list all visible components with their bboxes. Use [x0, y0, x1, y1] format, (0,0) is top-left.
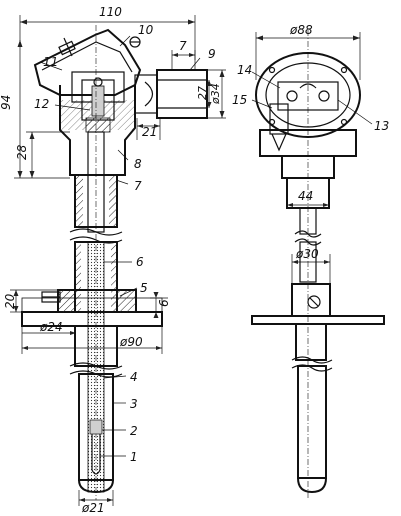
part-7: 7: [134, 179, 142, 193]
dim-88: ø88: [289, 23, 313, 37]
dim-44: 44: [298, 189, 313, 203]
part-2: 2: [130, 424, 138, 438]
dim-94: 94: [0, 95, 13, 110]
dim-30: ø30: [295, 247, 319, 261]
dim-24: ø24: [39, 320, 63, 334]
dim-21-top: 21: [142, 125, 157, 139]
part-8: 8: [134, 157, 142, 171]
part-13: 13: [374, 119, 389, 133]
left-section-view: [10, 15, 226, 506]
part-1: 1: [130, 450, 138, 464]
dim-6: 6: [157, 299, 171, 307]
part-15: 15: [232, 93, 247, 107]
part-9: 9: [208, 47, 216, 61]
dim-20: 20: [3, 293, 17, 309]
dim-110: 110: [99, 5, 122, 19]
part-12: 12: [34, 97, 49, 111]
part-11: 11: [43, 55, 58, 69]
right-external-view: [251, 30, 385, 500]
dim-90: ø90: [119, 335, 143, 349]
dim-34: ø34: [209, 83, 222, 105]
part-14: 14: [237, 63, 252, 77]
part-10: 10: [138, 23, 154, 37]
dim-28: 28: [15, 144, 29, 160]
part-4: 4: [130, 370, 138, 384]
dim-7: 7: [179, 39, 187, 53]
part-6: 6: [136, 255, 144, 269]
part-5: 5: [140, 281, 148, 295]
dim-21-bottom: ø21: [81, 501, 105, 515]
dim-27: 27: [196, 86, 209, 100]
part-3: 3: [130, 397, 138, 411]
